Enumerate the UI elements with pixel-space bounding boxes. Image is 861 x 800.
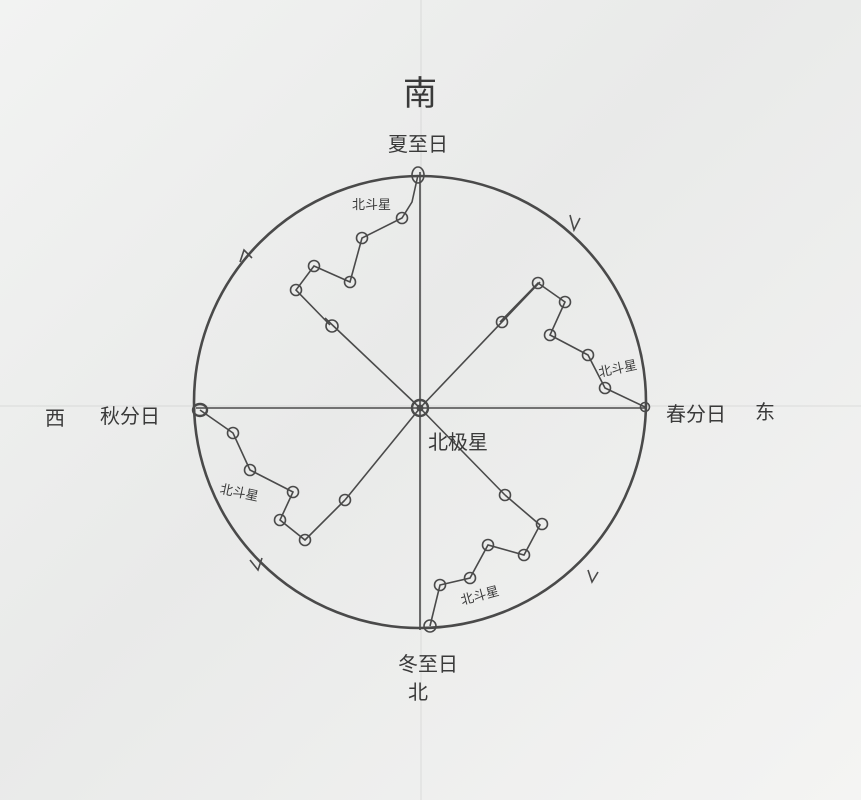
- pole-star-icon: [410, 398, 430, 418]
- arrow-ne-icon: [569, 214, 581, 233]
- big-dipper-winter: [423, 488, 549, 633]
- big-dipper-label-summer: 北斗星: [352, 198, 392, 213]
- direction-south: 南: [403, 74, 437, 114]
- arrow-sw-icon: [249, 557, 263, 572]
- big-dipper-autumn: [191, 402, 352, 547]
- direction-north: 北: [408, 680, 428, 704]
- winter-solstice-label: 冬至日: [398, 652, 458, 676]
- pole-star-label: 北极星: [428, 430, 488, 454]
- arrow-nw-icon: [239, 248, 253, 263]
- spring-equinox-label: 春分日: [666, 402, 726, 426]
- direction-west: 西: [45, 406, 65, 430]
- big-dipper-spring: [495, 276, 651, 413]
- arrow-se-icon: [587, 569, 599, 584]
- paper-fold-horizontal: [0, 405, 861, 407]
- summer-solstice-label: 夏至日: [388, 132, 448, 156]
- diagonal-sw: [344, 407, 421, 501]
- diagonal-nw: [324, 317, 421, 409]
- big-dipper-summer: [289, 166, 425, 333]
- diagonal-se: [419, 407, 506, 496]
- autumn-equinox-label: 秋分日: [100, 404, 160, 428]
- diagonal-ne: [419, 281, 541, 409]
- direction-east: 东: [755, 400, 775, 424]
